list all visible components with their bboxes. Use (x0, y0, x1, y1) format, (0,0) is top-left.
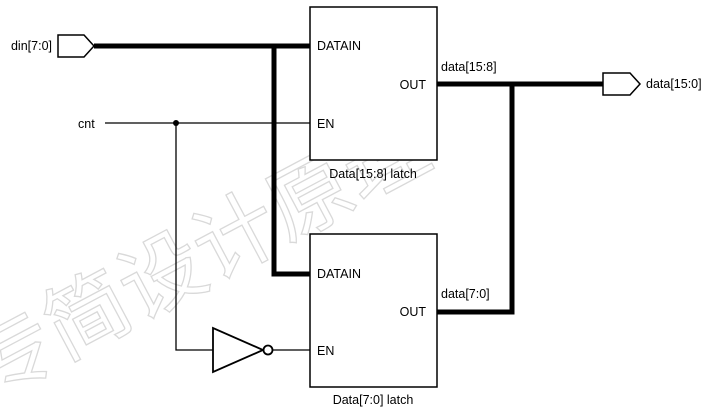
latch-high-en-pin: EN (317, 117, 334, 131)
data-low-bus-wire (437, 84, 515, 315)
latch-high-caption: Data[15:8] latch (329, 167, 417, 181)
inverter-bubble (262, 344, 274, 356)
output-port-data (602, 72, 642, 96)
inverter-gate (212, 326, 266, 374)
input-port-din (57, 34, 96, 58)
din-bus-branch-wire (271, 46, 310, 277)
latch-low-caption: Data[7:0] latch (333, 393, 414, 407)
data-high-net-label: data[15:8] (441, 60, 497, 74)
latch-high-box (309, 6, 438, 161)
input-cnt-label: cnt (78, 117, 95, 131)
latch-low-datain-pin: DATAIN (317, 267, 361, 281)
input-port-din-label: din[7:0] (11, 39, 52, 53)
data-low-net-label: data[7:0] (441, 287, 490, 301)
latch-low-out-pin: OUT (400, 305, 427, 319)
output-port-data-label: data[15:0] (646, 77, 702, 91)
latch-high-out-pin: OUT (400, 78, 427, 92)
latch-high-datain-pin: DATAIN (317, 39, 361, 53)
latch-low-en-pin: EN (317, 344, 334, 358)
cnt-branch-wire (175, 123, 213, 351)
